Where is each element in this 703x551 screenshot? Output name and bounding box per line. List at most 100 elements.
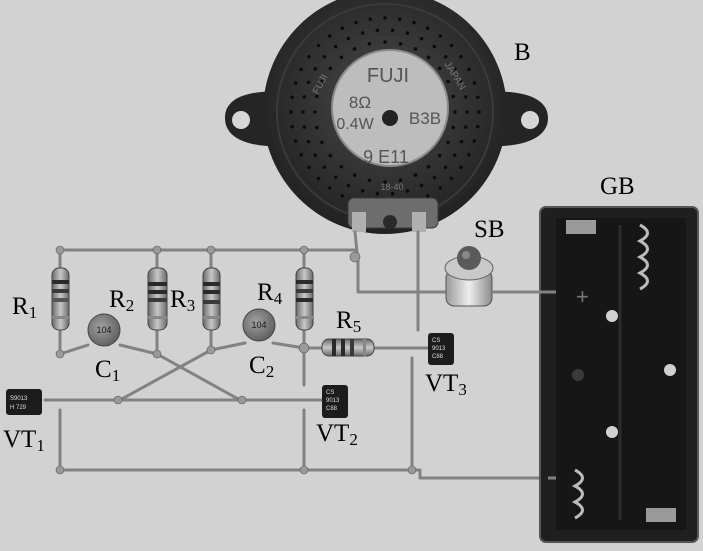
capacitor-c2-marking: 104 <box>251 320 266 330</box>
vt1-marking-line1: S9013 <box>10 396 28 402</box>
grille-hole <box>302 95 307 99</box>
grille-hole <box>452 153 457 157</box>
grille-hole <box>320 140 324 145</box>
speaker-bottom-code: 18-40 <box>380 182 403 192</box>
grille-hole <box>340 194 345 198</box>
resistor-r1 <box>51 267 70 331</box>
grille-hole <box>467 152 471 157</box>
grille-hole <box>293 139 298 143</box>
grille-hole <box>476 124 480 129</box>
grille-hole <box>328 153 333 158</box>
label-r1: R1 <box>12 293 38 322</box>
grille-hole <box>426 55 431 60</box>
grille-hole <box>405 31 410 35</box>
grille-hole <box>368 17 373 22</box>
grille-hole <box>367 178 372 182</box>
grille-hole <box>472 139 477 143</box>
grille-hole <box>419 183 424 188</box>
label-battery-gb: GB <box>600 173 635 200</box>
grille-hole <box>315 94 319 99</box>
grille-hole <box>360 31 365 35</box>
battery-leads <box>492 290 556 480</box>
resistor-r4 <box>295 267 314 331</box>
grille-hole <box>316 176 321 181</box>
grille-hole <box>449 43 454 48</box>
grille-hole <box>432 175 437 180</box>
grille-hole <box>465 110 469 114</box>
grille-hole <box>451 94 456 99</box>
grille-hole <box>443 165 448 169</box>
capacitor-c1: 104 <box>87 313 121 347</box>
grille-hole <box>307 54 311 59</box>
vt2-marking-line2: 9013 <box>326 398 340 404</box>
grille-hole <box>451 125 456 130</box>
grille-hole <box>438 34 443 38</box>
capacitor-c1-marking: 104 <box>96 325 111 335</box>
grille-hole <box>397 17 402 22</box>
resistor-r5 <box>321 338 375 357</box>
grille-hole <box>360 189 365 193</box>
speaker-brand: FUJI <box>367 65 409 87</box>
label-r2: R2 <box>109 286 135 315</box>
vt1-marking-line2: H 729 <box>10 405 27 411</box>
transistor-vt3: CS 9013 C88 <box>428 333 454 365</box>
grille-hole <box>306 139 311 144</box>
speaker-power: 0.4W <box>336 116 374 133</box>
grille-hole <box>472 81 477 85</box>
grille-hole <box>459 139 464 144</box>
grille-hole <box>438 186 443 190</box>
speaker: FUJI 8Ω 0.4W B3B 9 E11 FUJI JAPAN 18-40 <box>225 0 548 234</box>
vt3-marking-line2: 9013 <box>432 346 446 352</box>
label-speaker-b: B <box>514 39 531 66</box>
grille-hole <box>459 165 463 170</box>
resistor-r3 <box>202 267 221 331</box>
vt2-marking-line1: CS <box>326 390 334 396</box>
grille-hole <box>333 44 338 49</box>
grille-hole <box>302 125 307 129</box>
grille-hole <box>383 40 387 44</box>
grille-hole <box>398 42 403 46</box>
grille-hole <box>367 42 372 46</box>
grille-hole <box>290 95 295 100</box>
grille-hole <box>463 95 468 99</box>
grille-hole <box>459 54 463 59</box>
grille-hole <box>352 173 357 177</box>
battery-plus-marking: + <box>576 284 589 309</box>
grille-hole <box>301 110 305 114</box>
grille-hole <box>315 125 319 130</box>
grille-hole <box>346 183 351 188</box>
grille-hole <box>446 79 450 84</box>
grille-hole <box>446 140 450 145</box>
capacitor-c2: 104 <box>242 308 276 342</box>
vt3-marking-line3: C88 <box>432 354 444 360</box>
label-switch-sb: SB <box>474 216 505 243</box>
grille-hole <box>432 44 437 49</box>
grille-hole <box>354 20 358 25</box>
grille-hole <box>306 80 311 85</box>
battery-box: + <box>539 206 699 543</box>
label-vt1: VT1 <box>3 426 45 455</box>
grille-hole <box>313 67 318 71</box>
grille-hole <box>437 66 442 71</box>
grille-hole <box>375 191 380 196</box>
grille-hole <box>390 191 395 196</box>
grille-hole <box>413 173 418 177</box>
grille-hole <box>412 20 416 25</box>
grille-hole <box>453 110 457 114</box>
grille-hole <box>316 43 321 48</box>
vt3-marking-line1: CS <box>432 338 440 344</box>
grille-hole <box>449 176 454 181</box>
grille-hole <box>413 47 418 51</box>
grille-hole <box>477 110 481 114</box>
grille-hole <box>463 125 468 129</box>
grille-hole <box>459 80 464 85</box>
label-r3: R3 <box>170 286 196 315</box>
grille-hole <box>339 164 344 169</box>
grille-hole <box>390 28 395 33</box>
label-c2: C2 <box>249 352 275 381</box>
label-r5: R5 <box>336 307 362 336</box>
vt2-marking-line3: C88 <box>326 406 338 412</box>
grille-hole <box>333 175 338 180</box>
grille-hole <box>299 67 304 72</box>
